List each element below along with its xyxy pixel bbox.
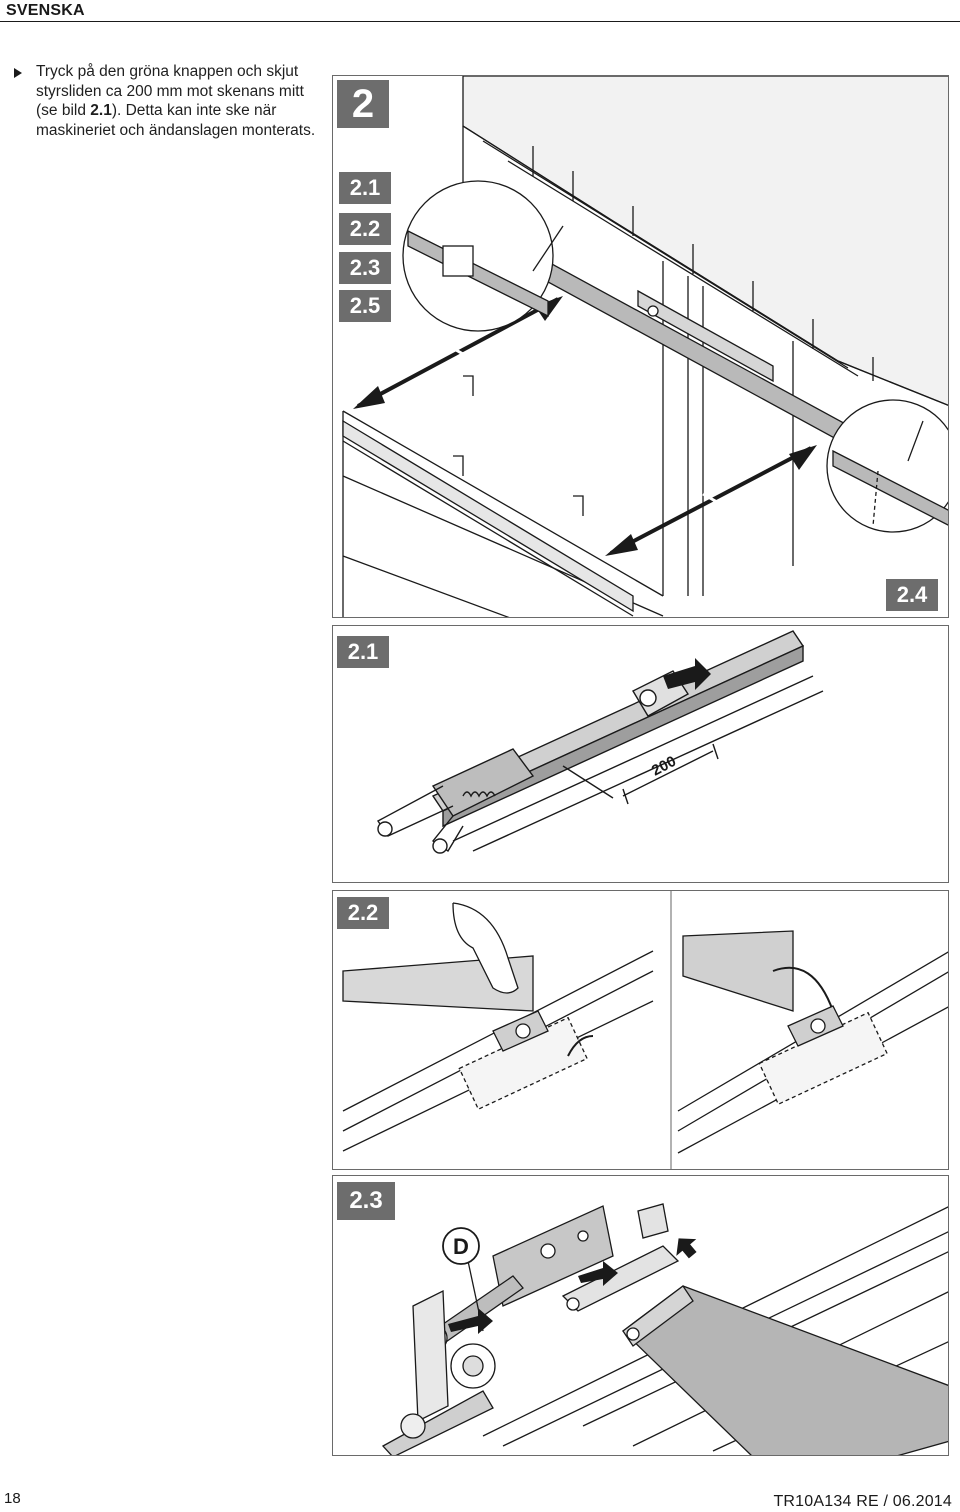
- release-pin-illustration: [342, 891, 948, 1169]
- step-badge-2-5: 2.5: [339, 290, 391, 322]
- dimension-label: 200: [649, 753, 679, 780]
- language-title: SVENSKA: [6, 2, 85, 19]
- step-badge-2-1: 2.1: [339, 172, 391, 204]
- bracket-mounting-illustration: D: [381, 1203, 948, 1455]
- step-badge-2-2: 2.2: [339, 213, 391, 245]
- step-badge-2-4: 2.4: [886, 579, 938, 611]
- figure-reference: 2.1: [90, 102, 112, 119]
- rail-slider-illustration: 200: [376, 630, 824, 854]
- page-number: 18: [4, 1490, 21, 1507]
- figure-2-1: 200 2.1: [332, 625, 949, 883]
- figure-2-overview: 2 2.1 2.2 2.3 2.5 2.4: [332, 75, 949, 618]
- page-header: SVENSKA: [0, 0, 960, 22]
- step-badge-2-3: 2.3: [339, 252, 391, 284]
- figure-2-3: D 2.3: [332, 1175, 949, 1456]
- document-reference: TR10A134 RE / 06.2014: [773, 1493, 952, 1510]
- figure-number-badge: 2: [337, 80, 389, 128]
- instruction-text: Tryck på den gröna knappen och skjut sty…: [36, 63, 316, 139]
- step-badge-2-2-detail: 2.2: [337, 897, 389, 929]
- overview-illustration: [342, 76, 948, 617]
- step-badge-2-1-detail: 2.1: [337, 636, 389, 668]
- bullet-arrow-icon: [14, 68, 22, 78]
- figure-2-2: 2.2: [332, 890, 949, 1170]
- callout-d: D: [453, 1234, 469, 1259]
- step-badge-2-3-detail: 2.3: [337, 1182, 395, 1220]
